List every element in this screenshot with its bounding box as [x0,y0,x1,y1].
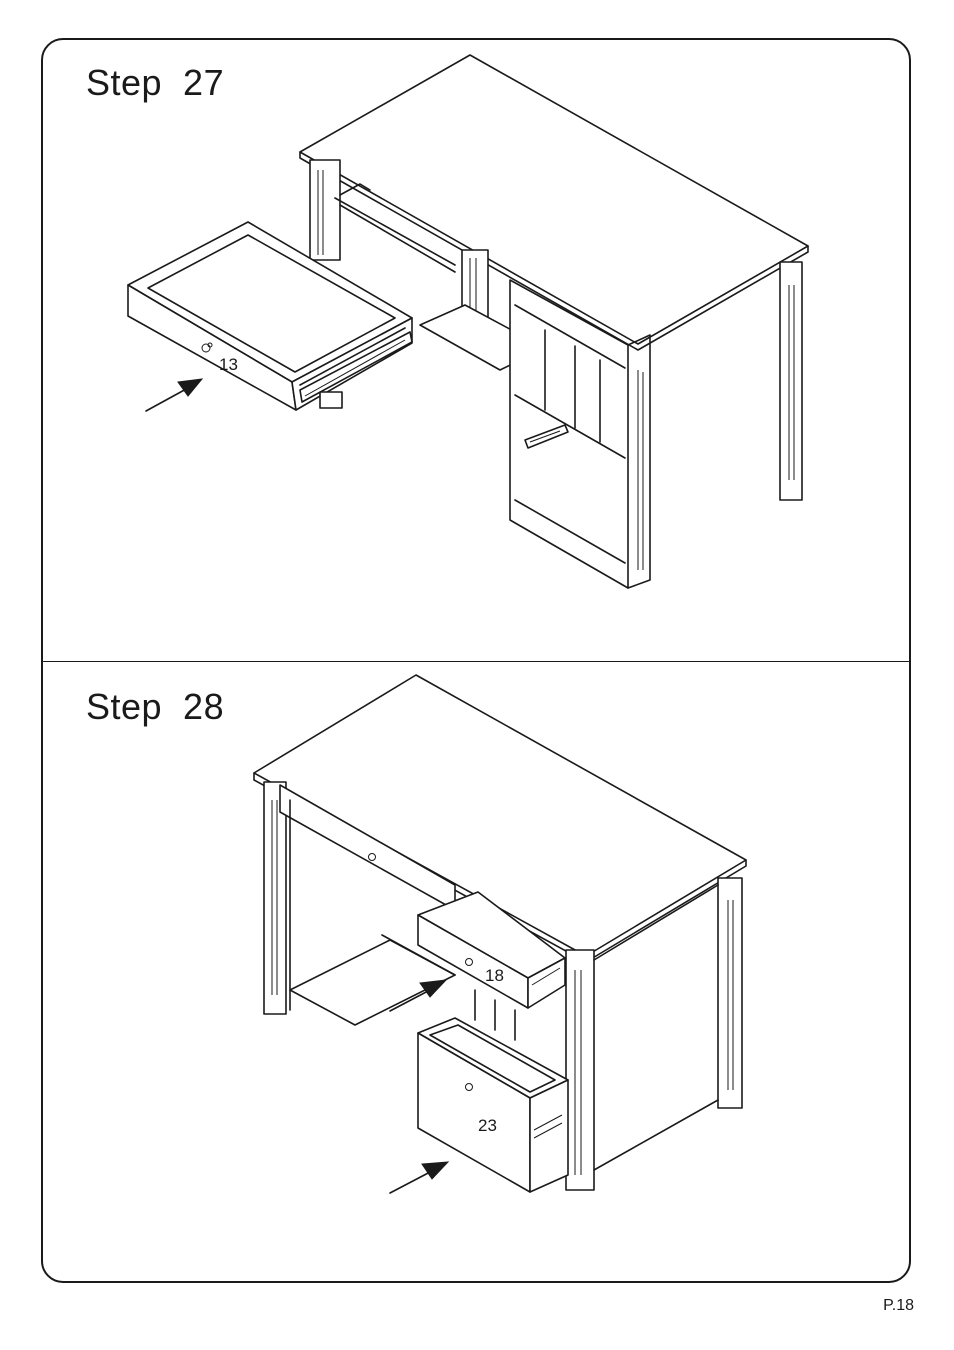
insert-arrow-23 [390,1162,448,1193]
part-label-18: 18 [485,966,504,985]
part-label-23: 23 [478,1116,497,1135]
step-27-desk-drawing [128,55,808,588]
insert-arrow-13 [146,379,202,411]
page-number: P.18 [883,1297,914,1315]
step-28-desk-drawing [254,675,746,1192]
part-label-13: 13 [219,355,238,374]
